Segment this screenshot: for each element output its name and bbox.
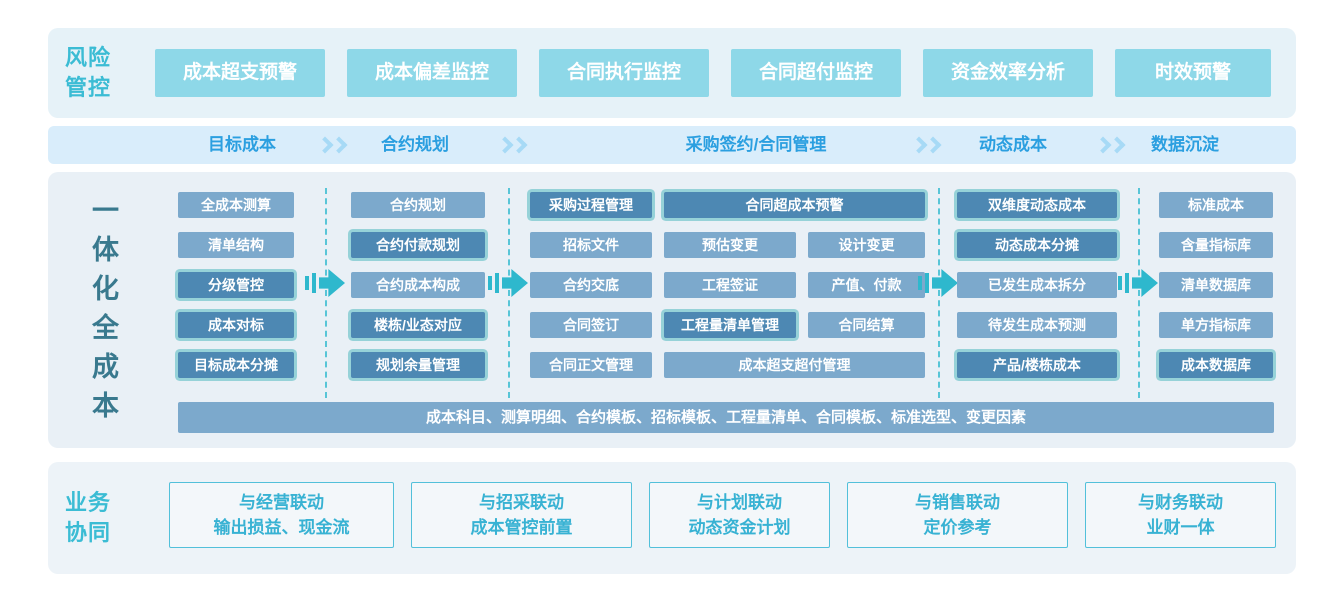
diagram-box: 招标文件	[530, 232, 652, 258]
biz-box-subtitle: 业财一体	[1146, 518, 1215, 537]
biz-box-sales-linkage: 与销售联动 定价参考	[847, 482, 1068, 548]
stage-data-accumulation: 数据沉淀	[1151, 135, 1219, 154]
diagram-box: 合同结算	[808, 312, 925, 338]
diagram-box-highlight: 目标成本分摊	[178, 352, 294, 378]
diagram-box: 含量指标库	[1159, 232, 1273, 258]
risk-item-fund-efficiency-analysis: 资金效率分析	[923, 49, 1093, 97]
stage-target-cost: 目标成本	[208, 135, 276, 154]
diagram-box-highlight: 成本对标	[178, 312, 294, 338]
biz-box-title: 与招采联动	[479, 493, 564, 512]
risk-item-contract-overpay-monitor: 合同超付监控	[731, 49, 901, 97]
diagram-box: 合同正文管理	[530, 352, 652, 378]
diagram-box: 待发生成本预测	[957, 312, 1117, 338]
column-dynamic-cost: 双维度动态成本 动态成本分摊 已发生成本拆分 待发生成本预测 产品/楼栋成本	[957, 192, 1117, 378]
diagram-box-highlight: 合约付款规划	[351, 232, 485, 258]
biz-box-subtitle: 成本管控前置	[470, 518, 573, 537]
shared-data-footer-bar: 成本科目、测算明细、合约模板、招标模板、工程量清单、合同模板、标准选型、变更因素	[178, 402, 1274, 433]
diagram-box: 标准成本	[1159, 192, 1273, 218]
column-target-cost: 全成本测算 清单结构 分级管控 成本对标 目标成本分摊	[178, 192, 294, 378]
diagram-box-highlight: 动态成本分摊	[957, 232, 1117, 258]
risk-item-contract-execution-monitor: 合同执行监控	[539, 49, 709, 97]
lane-divider	[325, 188, 327, 398]
diagram-box: 合约规划	[351, 192, 485, 218]
lane-divider	[938, 188, 940, 398]
diagram-box: 合约成本构成	[351, 272, 485, 298]
diagram-box-highlight: 分级管控	[178, 272, 294, 298]
chevron-right-icon	[910, 136, 942, 154]
business-collaboration-section: 业务 协同 与经营联动 输出损益、现金流 与招采联动 成本管控前置 与计划联动 …	[48, 462, 1296, 574]
risk-label-line2: 管控	[65, 75, 112, 100]
chevron-right-icon	[316, 136, 348, 154]
biz-label-line1: 业务	[65, 490, 112, 515]
risk-item-cost-deviation-monitor: 成本偏差监控	[347, 49, 517, 97]
flow-arrow-icon	[1118, 269, 1158, 297]
diagram-box: 清单结构	[178, 232, 294, 258]
stage-procurement-contract-mgmt: 采购签约/合同管理	[685, 135, 827, 154]
diagram-box-highlight: 采购过程管理	[530, 192, 652, 218]
biz-box-title: 与销售联动	[915, 493, 1000, 512]
diagram-box: 工程签证	[664, 272, 796, 298]
biz-box-title: 与财务联动	[1138, 493, 1223, 512]
biz-box-procurement-linkage: 与招采联动 成本管控前置	[411, 482, 632, 548]
risk-item-timeliness-warning: 时效预警	[1115, 49, 1271, 97]
integrated-full-cost-section: 一体化全成本 全成本测算 清单结构 分级管控 成本对标 目标成本分摊 合约规划 …	[48, 172, 1296, 448]
diagram-box: 预估变更	[664, 232, 796, 258]
risk-buttons-row: 成本超支预警 成本偏差监控 合同执行监控 合同超付监控 资金效率分析 时效预警	[155, 49, 1271, 97]
main-section-vertical-label: 一体化全成本	[88, 196, 118, 430]
diagram-box: 设计变更	[808, 232, 925, 258]
risk-label-line1: 风险	[65, 45, 112, 70]
lane-divider	[508, 188, 510, 398]
risk-control-section: 风险 管控 成本超支预警 成本偏差监控 合同执行监控 合同超付监控 资金效率分析…	[48, 28, 1296, 118]
diagram-box: 已发生成本拆分	[957, 272, 1117, 298]
flow-arrow-icon	[305, 269, 345, 297]
risk-section-label: 风险 管控	[65, 43, 111, 103]
lane-divider	[1138, 188, 1140, 398]
flow-arrow-icon	[918, 269, 958, 297]
process-stage-bar: 目标成本 合约规划 采购签约/合同管理 动态成本 数据沉淀	[48, 126, 1296, 164]
diagram-box-highlight: 合同超成本预警	[664, 192, 925, 218]
diagram-box-highlight: 成本数据库	[1159, 352, 1273, 378]
column-data-repository: 标准成本 含量指标库 清单数据库 单方指标库 成本数据库	[1159, 192, 1273, 378]
diagram-box-highlight: 规划余量管理	[351, 352, 485, 378]
diagram-box-highlight: 双维度动态成本	[957, 192, 1117, 218]
biz-box-finance-linkage: 与财务联动 业财一体	[1085, 482, 1276, 548]
stage-dynamic-cost: 动态成本	[979, 135, 1047, 154]
diagram-box-highlight: 工程量清单管理	[664, 312, 796, 338]
column-procurement-contract: 采购过程管理 合同超成本预警 招标文件 预估变更 设计变更 合约交底 工程签证 …	[530, 192, 925, 378]
biz-box-subtitle: 输出损益、现金流	[213, 518, 350, 537]
stage-contract-planning: 合约规划	[381, 135, 449, 154]
diagram-box: 合约交底	[530, 272, 652, 298]
biz-box-title: 与计划联动	[697, 493, 782, 512]
biz-section-label: 业务 协同	[65, 488, 111, 548]
diagram-box: 合同签订	[530, 312, 652, 338]
diagram-box: 产值、付款	[808, 272, 925, 298]
chevron-right-icon	[1094, 136, 1126, 154]
biz-box-planning-linkage: 与计划联动 动态资金计划	[649, 482, 830, 548]
diagram-box: 全成本测算	[178, 192, 294, 218]
flow-arrow-icon	[488, 269, 528, 297]
biz-box-subtitle: 定价参考	[923, 518, 992, 537]
diagram-box: 单方指标库	[1159, 312, 1273, 338]
biz-box-operations-linkage: 与经营联动 输出损益、现金流	[169, 482, 394, 548]
biz-box-title: 与经营联动	[239, 493, 324, 512]
diagram-box-highlight: 产品/楼栋成本	[957, 352, 1117, 378]
risk-item-cost-overrun-warning: 成本超支预警	[155, 49, 325, 97]
column-contract-planning: 合约规划 合约付款规划 合约成本构成 楼栋/业态对应 规划余量管理	[351, 192, 485, 378]
diagram-box-highlight: 楼栋/业态对应	[351, 312, 485, 338]
diagram-box: 成本超支超付管理	[664, 352, 925, 378]
diagram-box: 清单数据库	[1159, 272, 1273, 298]
chevron-right-icon	[496, 136, 528, 154]
biz-label-line2: 协同	[65, 520, 112, 545]
biz-box-subtitle: 动态资金计划	[688, 518, 791, 537]
